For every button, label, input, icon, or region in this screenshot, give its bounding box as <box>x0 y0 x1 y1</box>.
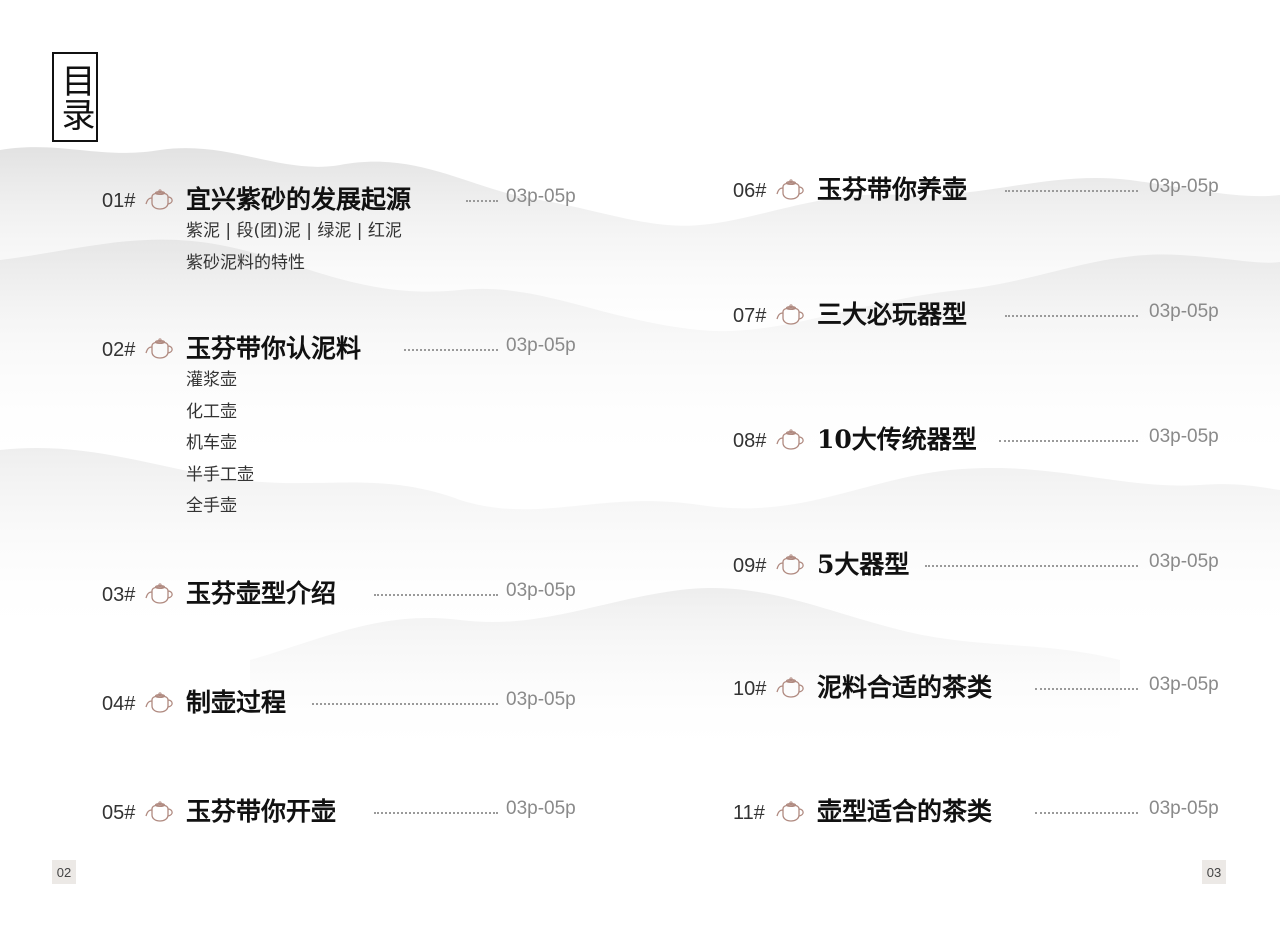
toc-title: 目录 <box>52 52 98 142</box>
entry-title: 10大传统器型 <box>817 425 977 454</box>
subtopic-item[interactable]: 紫砂泥料的特性 <box>186 252 305 273</box>
leader-dots <box>312 703 498 705</box>
leader-dots <box>925 565 1138 567</box>
subtopic-item[interactable]: 全手壶 <box>186 496 237 516</box>
entry-page-range: 03p-05p <box>1149 551 1219 572</box>
entry-title: 三大必玩器型 <box>817 300 968 329</box>
subtopic-item[interactable]: 紫泥 | 段(团)泥 | 绿泥 | 红泥 <box>186 221 402 241</box>
entry-title: 5大器型 <box>817 550 910 579</box>
subtopic-item[interactable]: 化工壶 <box>186 401 237 422</box>
teapot-icon <box>776 428 806 452</box>
leader-dots <box>404 349 498 351</box>
entry-number: 07# <box>733 305 767 327</box>
teapot-icon <box>776 800 806 824</box>
leader-dots <box>374 594 498 596</box>
entry-number: 09# <box>733 555 767 577</box>
teapot-icon <box>145 337 175 361</box>
teapot-icon <box>145 691 175 715</box>
subtopic-item[interactable]: 机车壶 <box>186 433 237 453</box>
teapot-icon <box>776 178 806 202</box>
entry-page-range: 03p-05p <box>1149 176 1219 197</box>
entry-number: 02# <box>102 339 136 361</box>
entry-subtopics: 灌浆壶化工壶机车壶半手工壶全手壶 <box>186 365 254 523</box>
teapot-icon <box>776 676 806 700</box>
leader-dots <box>1035 812 1138 814</box>
entry-number: 01# <box>102 190 136 212</box>
entry-page-range: 03p-05p <box>1149 674 1219 695</box>
entry-page-range: 03p-05p <box>506 580 576 601</box>
entry-page-range: 03p-05p <box>1149 426 1219 447</box>
entry-number: 06# <box>733 180 767 202</box>
entry-title: 泥料合适的茶类 <box>817 673 993 702</box>
teapot-icon <box>776 553 806 577</box>
entry-page-range: 03p-05p <box>506 186 576 207</box>
entry-title: 玉芬带你养壶 <box>817 175 968 204</box>
entry-number: 10# <box>733 678 767 700</box>
teapot-icon <box>145 800 175 824</box>
entry-number: 08# <box>733 430 767 452</box>
leader-dots <box>374 812 498 814</box>
entry-page-range: 03p-05p <box>506 689 576 710</box>
teapot-icon <box>145 188 175 212</box>
teapot-icon <box>145 582 175 606</box>
subtopic-item[interactable]: 灌浆壶 <box>186 370 237 390</box>
entry-subtopics: 紫泥 | 段(团)泥 | 绿泥 | 红泥紫砂泥料的特性 <box>186 216 402 279</box>
subtopic-item[interactable]: 半手工壶 <box>186 464 254 485</box>
entry-number: 03# <box>102 584 136 606</box>
entry-page-range: 03p-05p <box>506 798 576 819</box>
entry-page-range: 03p-05p <box>1149 301 1219 322</box>
teapot-icon <box>776 303 806 327</box>
entry-title: 壶型适合的茶类 <box>817 797 993 826</box>
entry-title: 玉芬壶型介绍 <box>186 579 337 608</box>
entry-page-range: 03p-05p <box>1149 798 1219 819</box>
entry-number: 11# <box>733 802 765 824</box>
leader-dots <box>466 200 498 202</box>
entry-title: 制壶过程 <box>186 688 287 717</box>
leader-dots <box>1005 315 1138 317</box>
entry-number: 04# <box>102 693 136 715</box>
leader-dots <box>1035 688 1138 690</box>
entry-number: 05# <box>102 802 136 824</box>
entry-title: 玉芬带你开壶 <box>186 797 337 826</box>
entry-page-range: 03p-05p <box>506 335 576 356</box>
leader-dots <box>1005 190 1138 192</box>
entry-title: 玉芬带你认泥料 <box>186 334 362 363</box>
leader-dots <box>999 440 1138 442</box>
page-number-right: 03 <box>1202 860 1226 884</box>
page-number-left: 02 <box>52 860 76 884</box>
entry-title: 宜兴紫砂的发展起源 <box>186 185 412 214</box>
